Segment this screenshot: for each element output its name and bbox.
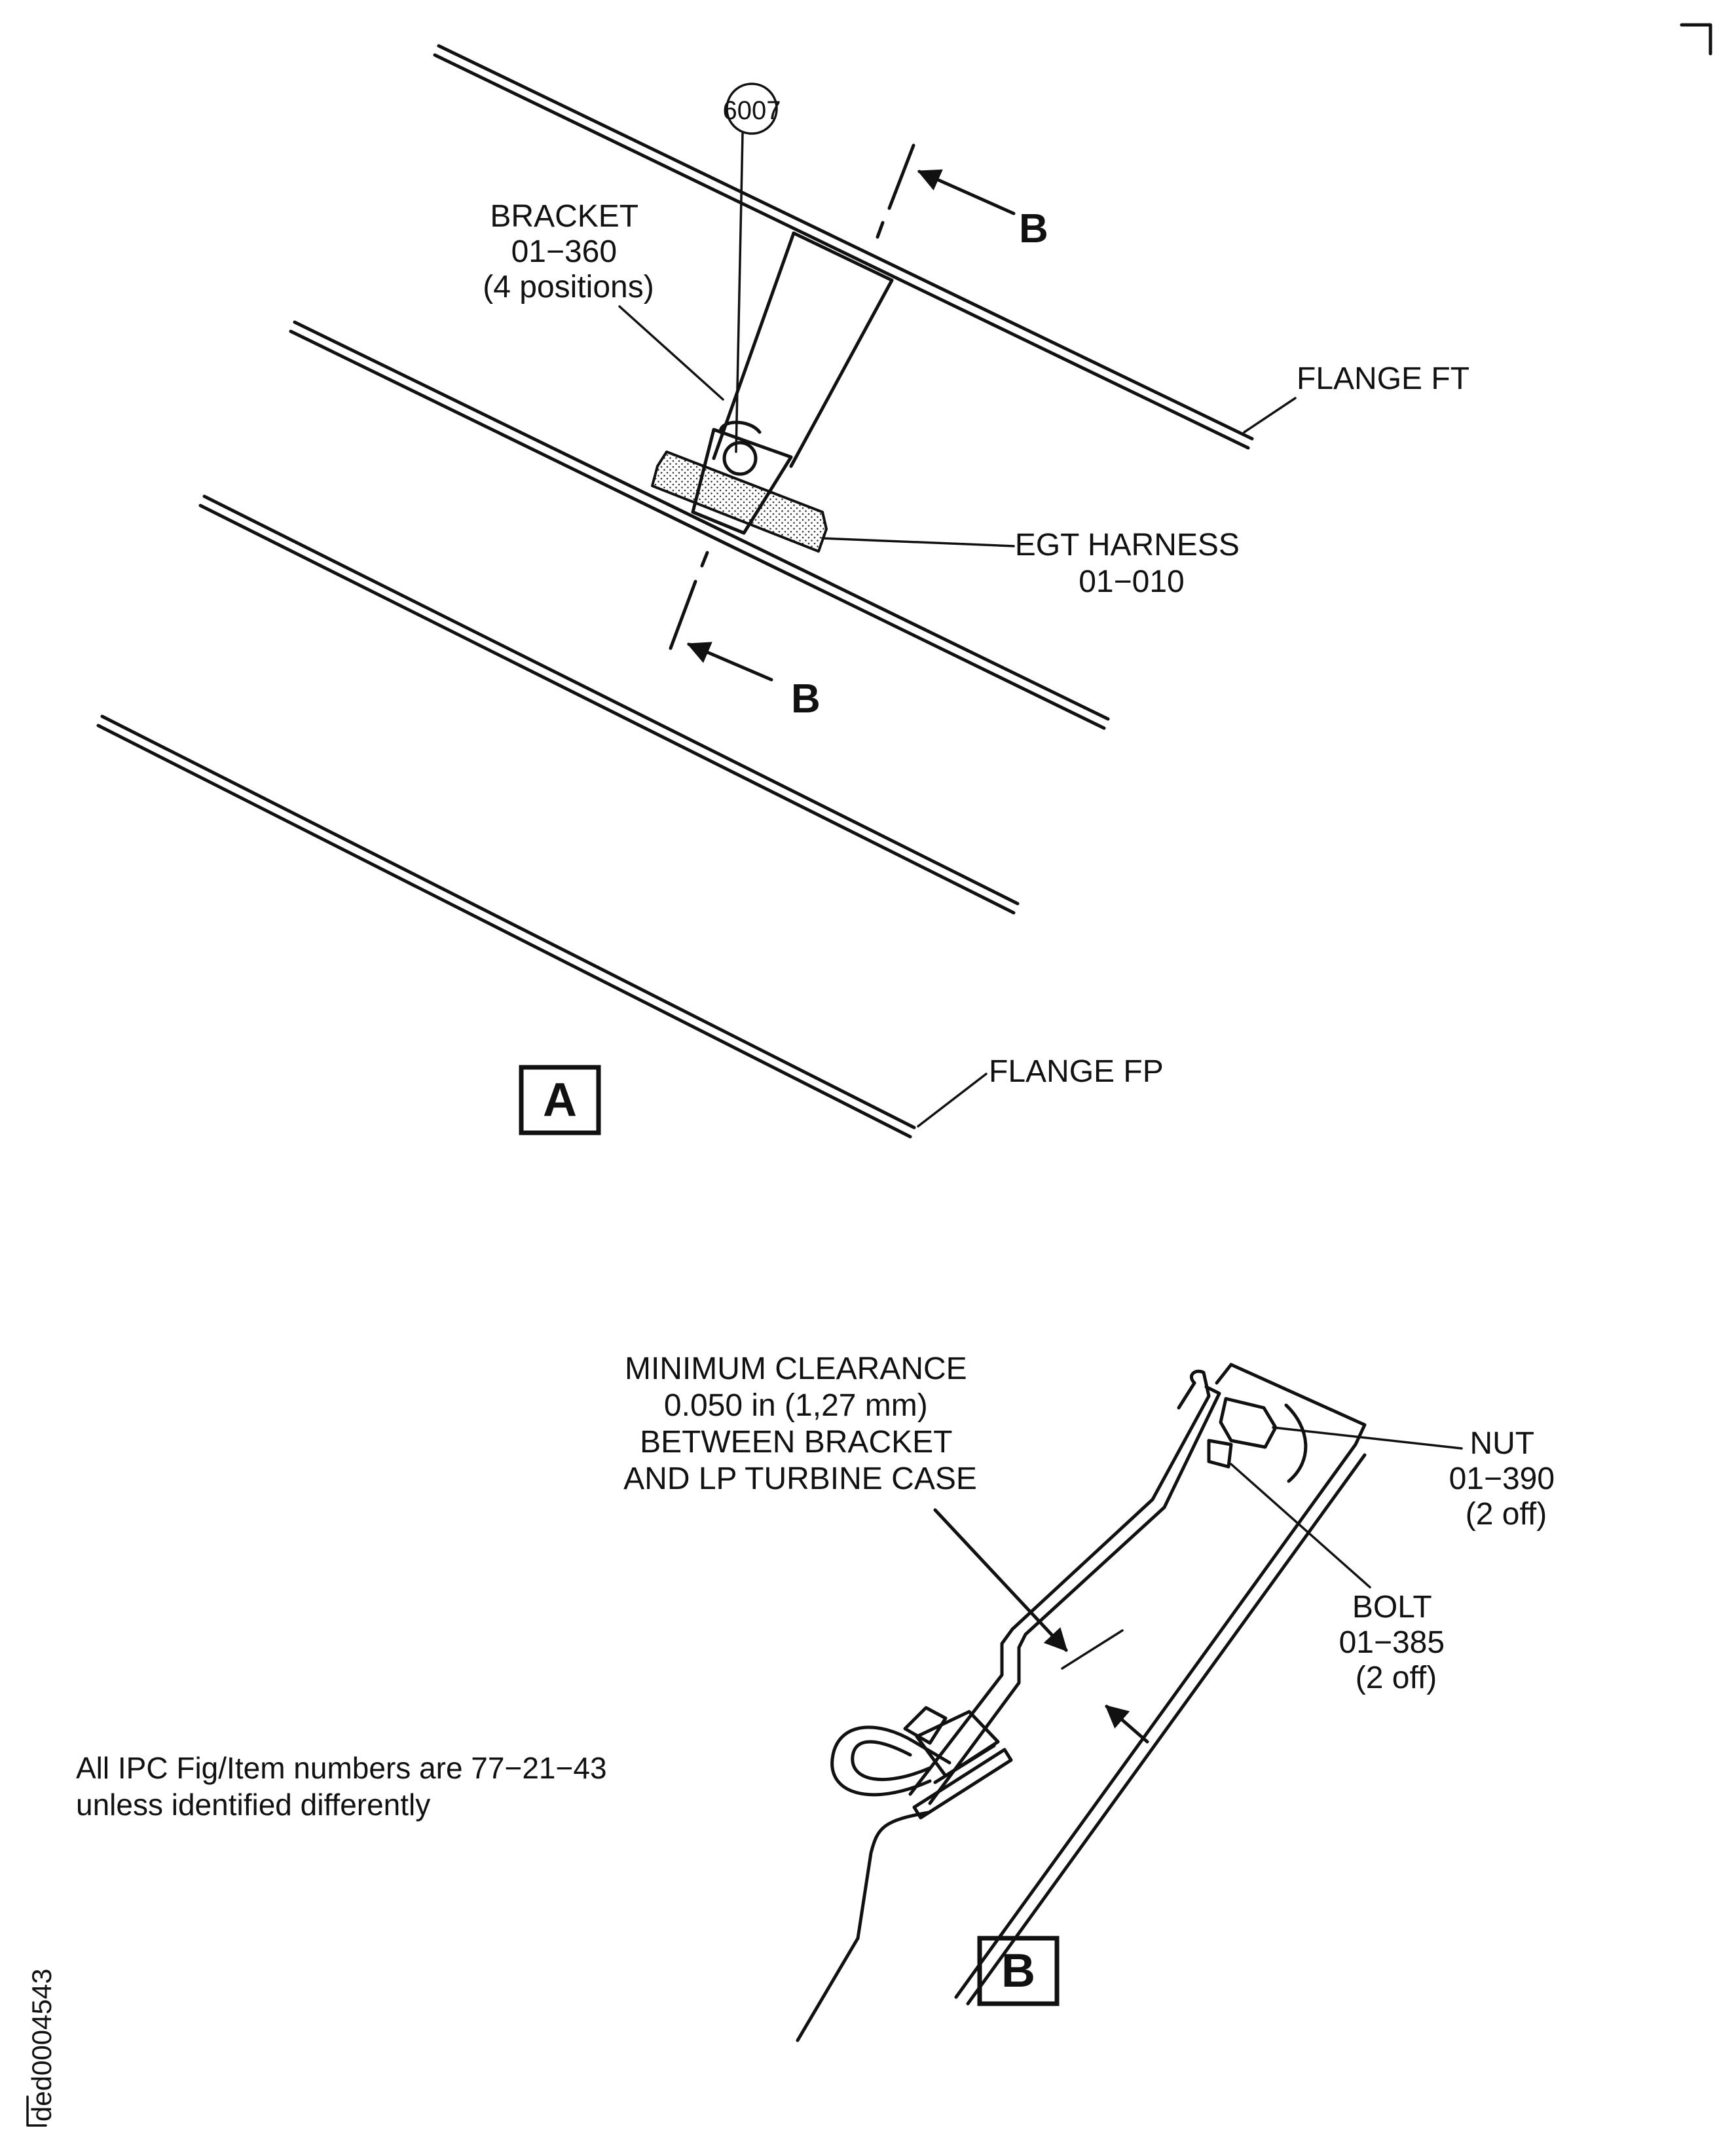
clearance-indicator xyxy=(933,1508,1149,1744)
footnote: All IPC Fig/Item numbers are 77−21−43 un… xyxy=(76,1751,615,1822)
footnote-line1: All IPC Fig/Item numbers are 77−21−43 xyxy=(76,1751,607,1785)
bracket-label: BRACKET 01−360 (4 positions) xyxy=(483,199,654,304)
flange-fp-leader xyxy=(917,1073,988,1128)
flange-fp-label: FLANGE FP xyxy=(989,1054,1164,1089)
clearance-label-line3: BETWEEN BRACKET xyxy=(640,1425,952,1460)
view-a: 6007 B B BRACKET 01−360 (4 positions) FL… xyxy=(96,44,1469,1139)
clearance-label-line1: MINIMUM CLEARANCE xyxy=(625,1352,967,1386)
bolt-leader xyxy=(1230,1463,1371,1589)
callout-circle xyxy=(726,83,778,135)
bolt-label-line1: BOLT xyxy=(1352,1590,1431,1625)
nut-label-line1: NUT xyxy=(1469,1426,1534,1461)
harness-loop-clip xyxy=(830,1706,1013,1820)
section-line-b xyxy=(669,143,915,650)
flange-fp-line xyxy=(96,714,916,1139)
egt-harness-label-line1: EGT HARNESS xyxy=(1015,528,1240,562)
bracket-label-line3: (4 positions) xyxy=(483,270,654,304)
egt-harness-label: EGT HARNESS 01−010 xyxy=(1015,528,1249,599)
clearance-label: MINIMUM CLEARANCE 0.050 in (1,27 mm) BET… xyxy=(623,1352,977,1496)
lp-turbine-case xyxy=(796,1363,1367,2042)
bolt-label-line2: 01−385 xyxy=(1339,1625,1445,1660)
bracket-label-line2: 01−360 xyxy=(511,234,618,269)
nut-label: NUT 01−390 (2 off) xyxy=(1449,1426,1564,1532)
bolt-label-line3: (2 off) xyxy=(1356,1661,1437,1695)
footnote-line2: unless identified differently xyxy=(76,1788,430,1822)
flange-ft-line xyxy=(433,44,1254,450)
flange-line-3 xyxy=(198,494,1020,915)
bracket-shape xyxy=(712,231,894,468)
egt-harness-shape xyxy=(651,451,828,553)
drawing-id: ded0004543 xyxy=(26,1968,57,2122)
nut-label-line3: (2 off) xyxy=(1466,1497,1547,1532)
clearance-label-line4: AND LP TURBINE CASE xyxy=(623,1462,977,1496)
section-arrow-bottom xyxy=(686,642,773,682)
nut-bolt-assembly xyxy=(1207,1397,1308,1483)
callout-leader xyxy=(735,132,744,453)
section-marker-top: B xyxy=(1019,206,1048,251)
bracket-label-line1: BRACKET xyxy=(490,199,638,234)
flange-line-2 xyxy=(289,320,1110,730)
bracket-leader xyxy=(618,305,724,401)
bolt-label: BOLT 01−385 (2 off) xyxy=(1339,1590,1454,1695)
flange-ft-label: FLANGE FT xyxy=(1297,361,1469,396)
nut-label-line2: 01−390 xyxy=(1449,1462,1555,1496)
drawing-id-mark xyxy=(26,2095,47,2127)
corner-mark xyxy=(1680,23,1712,56)
view-b-box xyxy=(977,1936,1060,2006)
view-b-letter: B xyxy=(1001,1945,1035,1997)
view-b: MINIMUM CLEARANCE 0.050 in (1,27 mm) BET… xyxy=(623,1352,1564,2042)
egt-harness-label-line2: 01−010 xyxy=(1079,564,1185,599)
callout-number: 6007 xyxy=(723,96,781,125)
view-b-bracket xyxy=(908,1369,1221,1805)
clearance-label-line2: 0.050 in (1,27 mm) xyxy=(664,1388,928,1423)
section-arrow-top xyxy=(917,169,1016,215)
egt-harness-leader xyxy=(821,537,1015,547)
nut-leader xyxy=(1272,1426,1463,1450)
view-a-letter: A xyxy=(543,1074,577,1126)
flange-ft-leader xyxy=(1243,397,1297,433)
section-marker-bottom: B xyxy=(791,676,821,722)
view-a-box xyxy=(519,1065,601,1135)
